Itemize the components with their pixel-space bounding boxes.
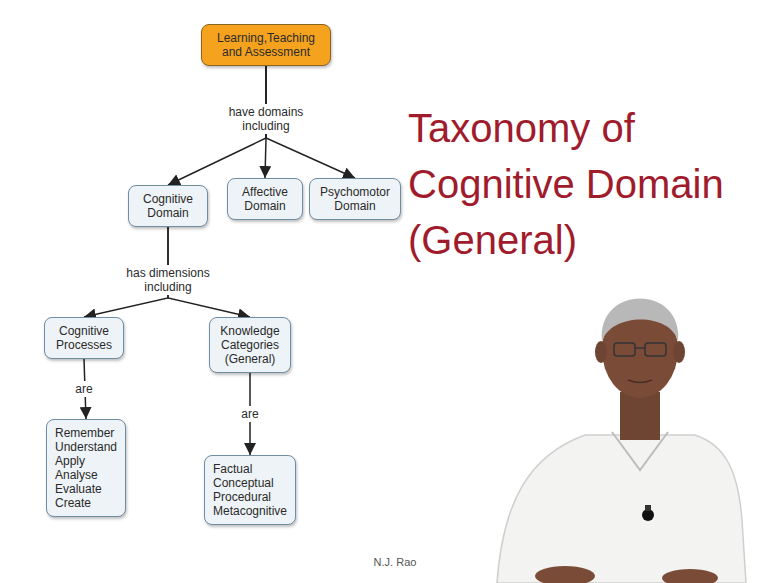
hand [662, 569, 718, 583]
list-box: Factual Conceptual Procedural Metacognit… [204, 455, 296, 525]
node-text: Affective Domain [236, 185, 294, 213]
node-text: Psychomotor Domain [318, 185, 392, 213]
node-text: Remember Understand Apply Analyse Evalua… [55, 426, 117, 510]
glasses [614, 343, 635, 356]
neck [620, 392, 660, 440]
link-phrase: are [72, 381, 95, 397]
node-text: Learning,Teaching and Assessment [210, 31, 322, 59]
collar [612, 432, 668, 470]
root-box: Learning,Teaching and Assessment [201, 24, 331, 66]
mouth [628, 380, 652, 383]
ear [595, 341, 607, 363]
concept-box: Affective Domain [227, 178, 303, 220]
concept-box: Knowledge Categories (General) [209, 317, 291, 373]
microphone-clip [645, 505, 651, 511]
author-watermark: N.J. Rao [374, 556, 417, 568]
concept-box: Cognitive Processes [44, 317, 124, 359]
slide-title: Taxonomy of Cognitive Domain (General) [408, 100, 758, 268]
hand [535, 566, 595, 583]
hair [602, 299, 679, 343]
list-box: Remember Understand Apply Analyse Evalua… [46, 419, 126, 517]
link-phrase: have domains including [217, 104, 315, 134]
node-text: Cognitive Domain [137, 192, 199, 220]
concept-box: Cognitive Domain [128, 185, 208, 227]
glasses-bridge [635, 347, 645, 349]
link-phrase: has dimensions including [113, 265, 223, 295]
link-phrase: are [238, 406, 261, 422]
ear [673, 341, 685, 363]
node-text: Cognitive Processes [53, 324, 115, 352]
node-text: Factual Conceptual Procedural Metacognit… [213, 462, 287, 518]
concept-box: Psychomotor Domain [309, 178, 401, 220]
node-text: Knowledge Categories (General) [218, 324, 282, 366]
glasses [645, 343, 666, 356]
shirt [497, 435, 746, 583]
